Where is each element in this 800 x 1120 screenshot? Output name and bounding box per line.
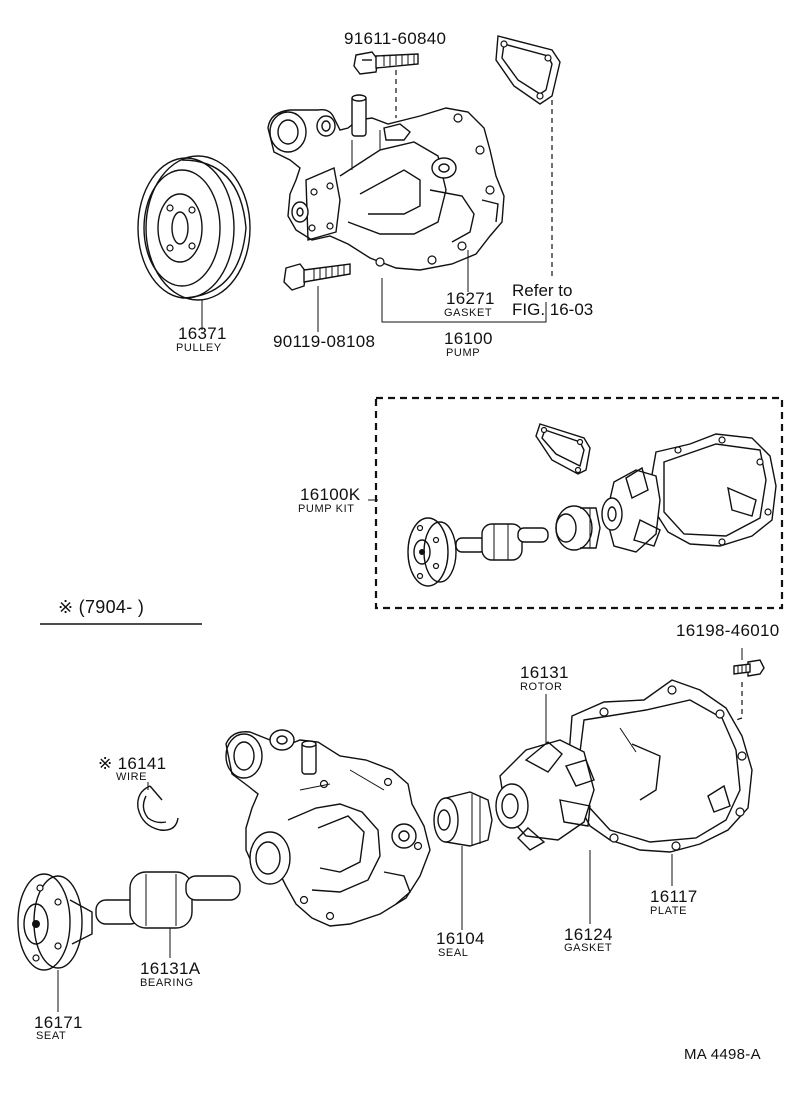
pump-name: PUMP [446, 347, 481, 359]
pump-kit-number: 16100K [300, 485, 361, 504]
pump-kit-seat-drawing [407, 517, 457, 587]
seat-number: 16171 [34, 1013, 83, 1032]
seal-drawing [433, 791, 493, 847]
pump-kit-gasket-drawing [535, 423, 591, 475]
figure-id: MA 4498-A [684, 1046, 761, 1063]
seal-number: 16104 [436, 929, 485, 948]
wire-name: WIRE [116, 771, 148, 783]
bearing-drawing [95, 871, 241, 929]
pulley-name: PULLEY [176, 342, 222, 354]
gasket-top-name: GASKET [444, 307, 493, 319]
gasket-bottom-name: GASKET [564, 942, 613, 954]
rotor-drawing [495, 739, 595, 851]
water-pump-body-drawing [225, 729, 431, 927]
bearing-number: 16131A [140, 959, 201, 978]
pump-number: 16100 [444, 329, 493, 348]
plate-number: 16117 [650, 887, 698, 906]
plate-drawing [567, 679, 753, 853]
bolt-mid-number: 90119-08108 [273, 332, 376, 351]
pump-kit-box [374, 396, 784, 610]
screw-number: 16198-46010 [676, 621, 780, 640]
gasket-top-drawing [495, 35, 561, 280]
bearing-name: BEARING [140, 977, 194, 989]
date-range: ※ (7904- ) [58, 597, 145, 617]
bolt-91611-60840-drawing [353, 51, 419, 118]
pulley-drawing [137, 155, 251, 301]
water-pump-top-drawing [267, 94, 505, 271]
wire-number: ※ 16141 [98, 754, 167, 773]
rotor-name: ROTOR [520, 681, 563, 693]
leader-pump-top [381, 278, 547, 323]
screw-16198-46010-drawing [723, 648, 765, 725]
refer-to-line1: Refer to [512, 281, 573, 300]
gasket-top-number: 16271 [446, 289, 495, 308]
bolt-90119-08108-drawing [283, 263, 351, 291]
seat-name: SEAT [36, 1030, 67, 1042]
pump-kit-seal-drawing [555, 505, 601, 551]
plate-name: PLATE [650, 905, 688, 917]
gasket-bottom-number: 16124 [564, 925, 613, 944]
bolt-top-number: 91611-60840 [344, 29, 447, 48]
pump-kit-plate-rotor-drawing [601, 433, 777, 553]
pump-kit-bearing-drawing [455, 523, 549, 561]
seal-name: SEAL [438, 947, 469, 959]
wire-drawing [137, 782, 179, 831]
rotor-number: 16131 [520, 663, 569, 682]
refer-to-line2: FIG. 16-03 [512, 300, 594, 319]
pulley-number: 16371 [178, 324, 227, 343]
seat-drawing [17, 873, 93, 971]
pump-kit-name: PUMP KIT [298, 503, 355, 515]
